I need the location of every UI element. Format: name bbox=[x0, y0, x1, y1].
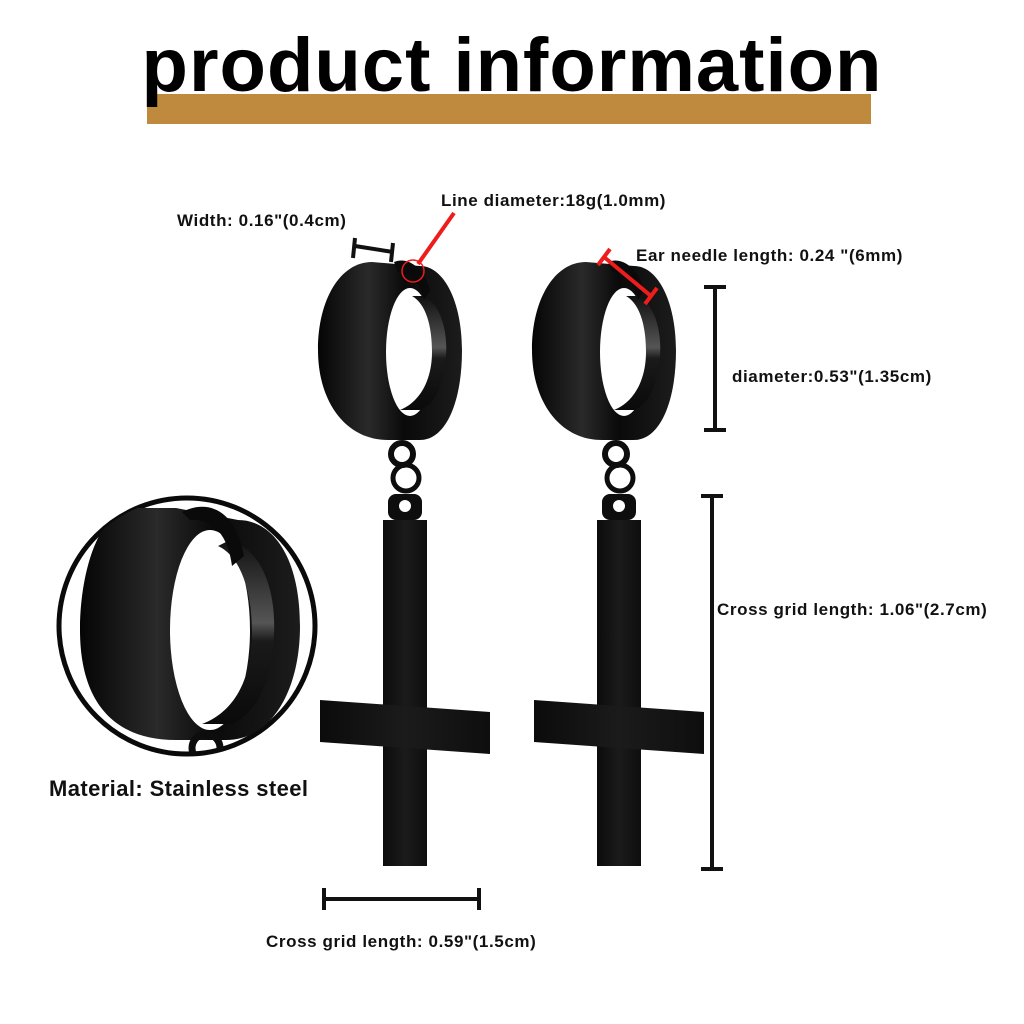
ear-needle-length-label: Ear needle length: 0.24 "(6mm) bbox=[636, 246, 903, 265]
material-label: Material: Stainless steel bbox=[49, 776, 309, 801]
earring-right bbox=[532, 260, 704, 866]
hoop-right-icon bbox=[532, 260, 676, 440]
diameter-label: diameter:0.53"(1.35cm) bbox=[732, 367, 932, 386]
hoop-left-icon bbox=[318, 260, 462, 440]
title-accent-band bbox=[147, 94, 871, 124]
line-diameter-label: Line diameter:18g(1.0mm) bbox=[441, 191, 667, 210]
cross-length-label: Cross grid length: 1.06"(2.7cm) bbox=[717, 600, 988, 619]
cross-right-icon bbox=[534, 520, 704, 866]
red-annotations bbox=[401, 211, 659, 306]
earring-left bbox=[318, 260, 490, 866]
width-label: Width: 0.16"(0.4cm) bbox=[177, 211, 347, 230]
cross-left-icon bbox=[320, 520, 490, 866]
dimension-lines bbox=[322, 237, 726, 910]
page-title: product information bbox=[141, 23, 883, 108]
magnified-hoop-icon bbox=[56, 495, 318, 757]
cross-width-label: Cross grid length: 0.59"(1.5cm) bbox=[266, 932, 537, 951]
